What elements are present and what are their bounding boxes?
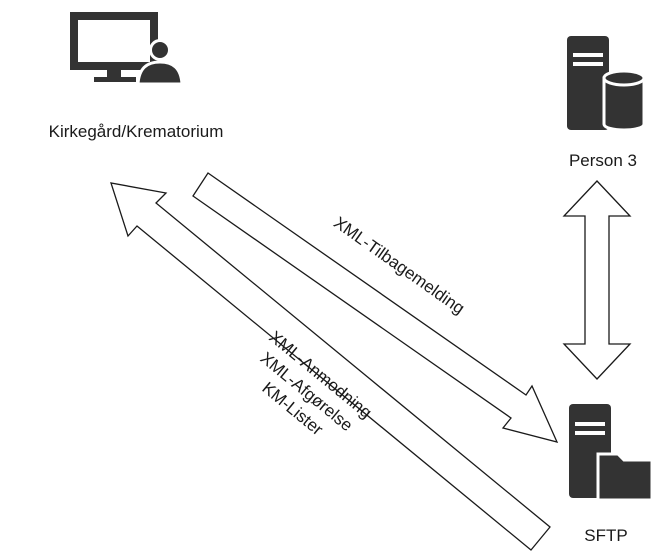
database-server-icon [567,36,646,132]
file-server-icon [569,404,654,502]
request-arrow [110,182,551,551]
workstation-label: Kirkegård/Krematorium [49,122,224,141]
user-workstation-icon [70,12,184,86]
sftp-label: SFTP [584,526,627,545]
person3-label: Person 3 [569,151,637,170]
sync-double-arrow [562,180,632,380]
tilbagemelding-arrow [192,172,559,443]
